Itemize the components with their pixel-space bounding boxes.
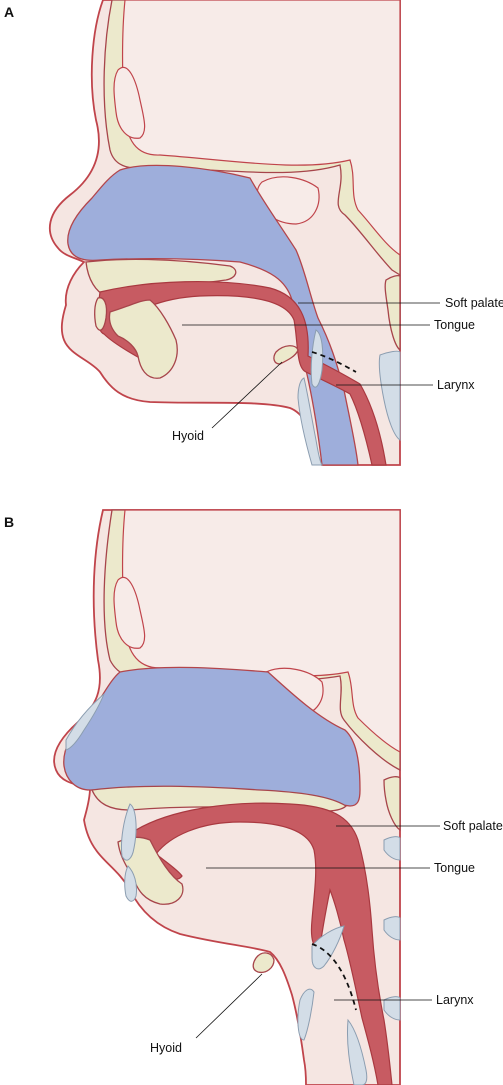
panel-a-mandible	[108, 299, 178, 379]
panel-b-hyoid-label: Hyoid	[150, 1041, 182, 1055]
panel-a-hyoid-bone	[273, 345, 299, 365]
panel-b-epiglottis	[311, 925, 345, 970]
panel-a-vertebra	[378, 350, 401, 441]
panel-a-letter: A	[4, 4, 14, 20]
panel-b-soft-palate-label: Soft palate	[443, 819, 503, 833]
panel-a-spine	[384, 274, 401, 352]
panel-a-tongue-label: Tongue	[434, 318, 475, 332]
panel-a: A Soft palate	[4, 0, 503, 466]
panel-b-hyoid-bone	[252, 952, 275, 974]
panel-b-frontal-sinus	[113, 576, 146, 649]
panel-a-nasal-airway	[67, 164, 359, 466]
panel-a-laryngeal-cartilage	[297, 377, 323, 466]
panel-b-incisor-lower	[124, 865, 137, 902]
panel-b-nasal-cartilage	[65, 693, 105, 751]
panel-a-epiglottis	[310, 329, 324, 388]
panel-a-dashed-line	[311, 351, 357, 373]
panel-a-hyoid-label: Hyoid	[172, 429, 204, 443]
panel-a-larynx-label: Larynx	[437, 378, 475, 392]
panel-b-spine	[383, 776, 401, 832]
panel-b-hyoid-leader	[195, 973, 263, 1039]
panel-b-laryngeal-cartilage-1	[297, 988, 315, 1041]
panel-b-tongue-label: Tongue	[434, 861, 475, 875]
panel-b-vertebra-2	[383, 916, 401, 941]
panel-b-incisor-upper	[121, 803, 137, 861]
panel-a-hyoid-leader	[211, 361, 283, 429]
panel-b-letter: B	[4, 514, 14, 530]
panel-b-vertebra-1	[383, 836, 401, 861]
panel-b-laryngeal-cartilage-2	[346, 1018, 368, 1085]
panel-b: B Soft pal	[4, 509, 503, 1085]
panel-a-soft-palate-label: Soft palate	[445, 296, 503, 310]
panel-b-tongue-muscle	[132, 802, 393, 1085]
panel-b-vertebra-3	[383, 996, 401, 1021]
panel-a-incisor-upper	[94, 297, 108, 331]
panel-a-frontal-sinus	[113, 66, 146, 139]
panel-b-larynx-label: Larynx	[436, 993, 474, 1007]
